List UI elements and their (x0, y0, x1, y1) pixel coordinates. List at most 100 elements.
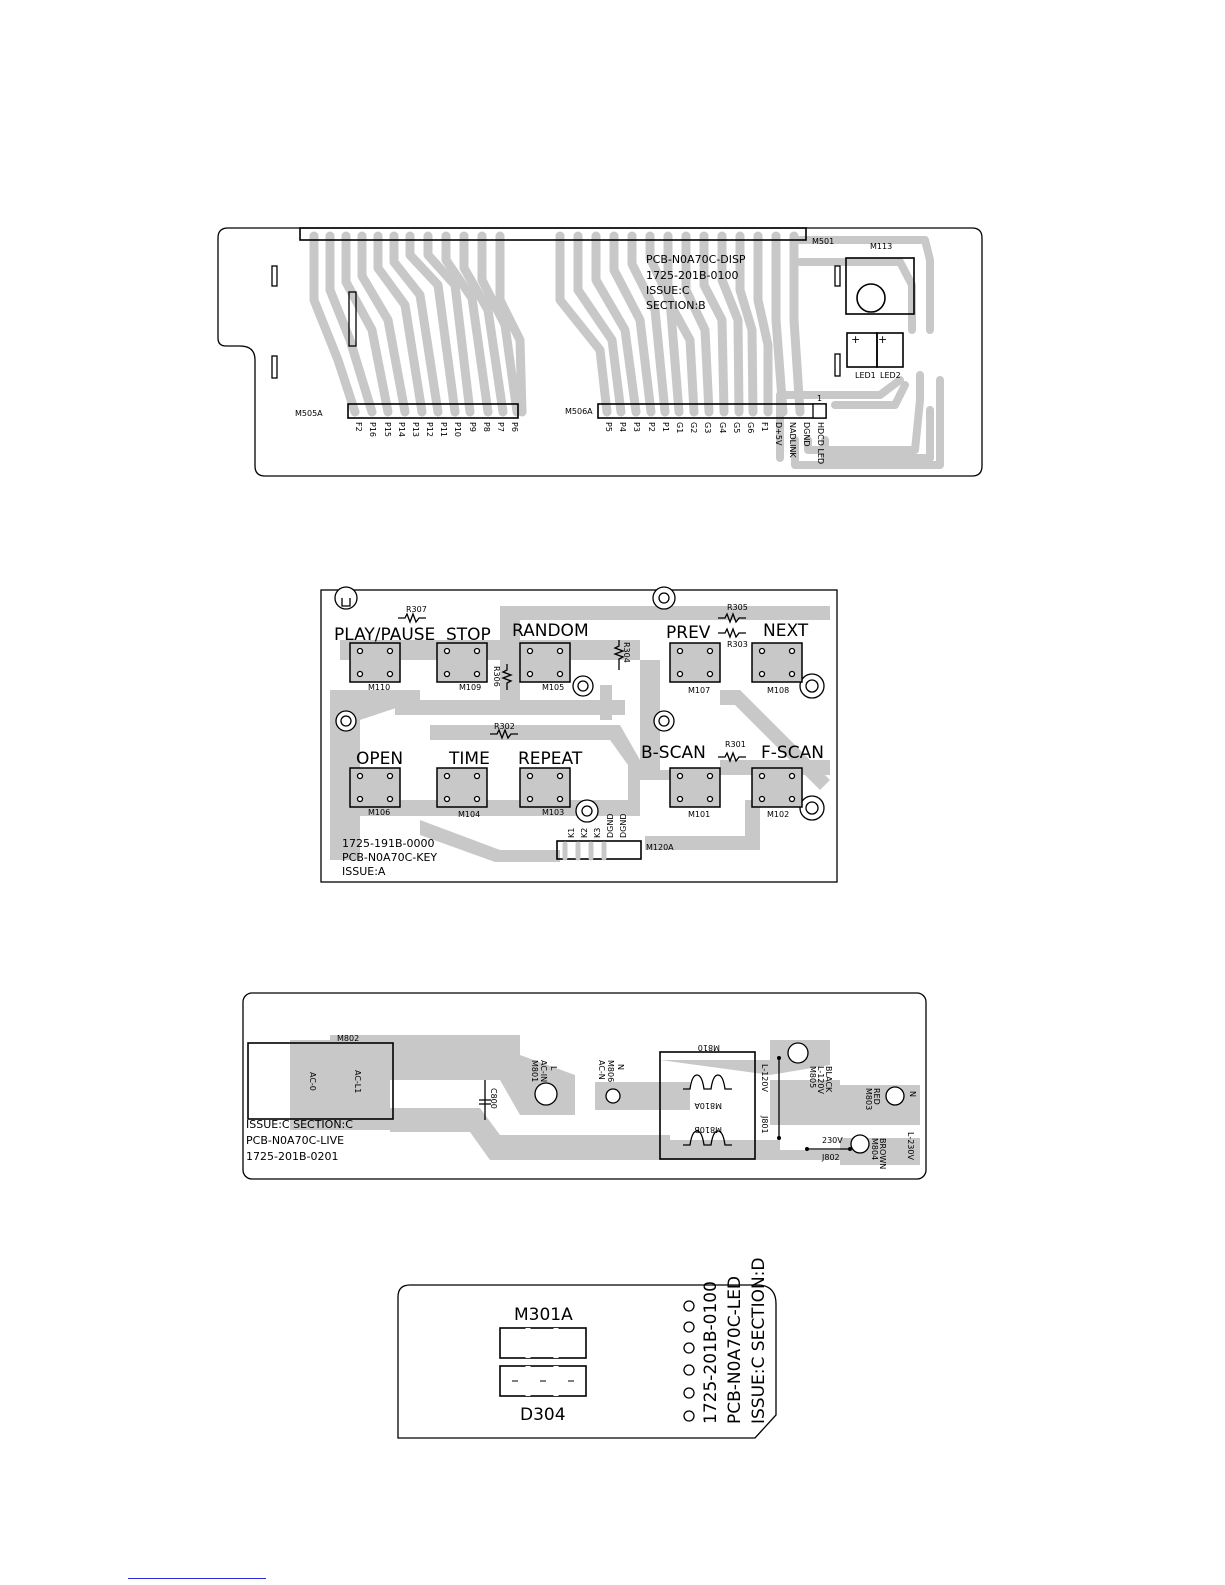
pin-label: G3 (703, 422, 712, 433)
fuse-m810b: M810B (694, 1125, 722, 1134)
switch-ref: M105 (542, 683, 564, 692)
m806-n: N (616, 1064, 625, 1070)
jumper-j802: J802 (821, 1153, 840, 1162)
m802-label: M802 (337, 1034, 359, 1043)
m806-acn: AC-N (597, 1060, 606, 1080)
live-board-issue: ISSUE:C SECTION:C (246, 1118, 353, 1131)
key-label-open: OPEN (356, 749, 403, 769)
switch-ref: M101 (688, 810, 710, 819)
m810-label: M810 (698, 1043, 720, 1052)
pin-label: P15 (383, 422, 392, 437)
m801-acin: AC-IN (539, 1060, 548, 1082)
key-label-stop: STOP (446, 625, 491, 645)
led-board-d304: D304 (520, 1405, 566, 1425)
resistor-label: R305 (727, 603, 748, 612)
terminal-ac0: AC-0 (308, 1072, 317, 1091)
switch-ref: M104 (458, 810, 480, 819)
led-board-name: PCB-N0A70C-LED (725, 1276, 745, 1424)
live-board (242, 992, 927, 1180)
module-m113-label: M113 (870, 242, 892, 251)
pin-label: P8 (482, 422, 491, 432)
resistor-label: R306 (492, 666, 501, 687)
live-board-partno: 1725-201B-0201 (246, 1150, 338, 1163)
m804-label: M804 (870, 1138, 879, 1160)
switch-ref: M110 (368, 683, 390, 692)
resistor-label: R303 (727, 640, 748, 649)
pin-label: P6 (510, 422, 519, 432)
switch-ref: M108 (767, 686, 789, 695)
pin-label: NADLINK (788, 422, 797, 458)
connector-m501-label: M501 (812, 237, 834, 246)
resistor-label: R307 (406, 605, 427, 614)
disp-board (217, 227, 983, 477)
pin-label: P11 (439, 422, 448, 437)
pin-label: G6 (746, 422, 755, 433)
switch-ref: M106 (368, 808, 390, 817)
pin-label: P5 (604, 422, 613, 432)
key-label-f-scan: F-SCAN (761, 743, 824, 763)
connector-pin: DGND (619, 813, 628, 838)
led-board (397, 1284, 777, 1439)
key-label-repeat: REPEAT (518, 749, 583, 769)
disp-traces (309, 231, 944, 469)
switch-ref: M102 (767, 810, 789, 819)
disp-board-partno: 1725-201B-0100 (646, 269, 738, 282)
pin-label: P10 (453, 422, 462, 437)
key-label-random: RANDOM (512, 621, 589, 641)
pin-label: P12 (425, 422, 434, 437)
m505a-pin-labels: F2 P16 P15 P14 P13 P12 P11 P10 P9 P8 P7 … (354, 422, 519, 437)
pin-label: P9 (468, 422, 477, 432)
connector-pin: K1 (567, 828, 576, 838)
connector-m505a-label: M505A (295, 409, 323, 418)
pin-label: P1 (661, 422, 670, 432)
led-board-issue: ISSUE:C SECTION:D (749, 1258, 769, 1425)
live-board-name: PCB-N0A70C-LIVE (246, 1134, 344, 1147)
cap-c800-label: C800 (489, 1088, 498, 1109)
resistor-label: R304 (622, 642, 631, 663)
pin-label: DGND (802, 422, 811, 447)
pin-label: P7 (496, 422, 505, 432)
m803-label: M803 (864, 1088, 873, 1110)
m801-label: M801 (530, 1060, 539, 1082)
key-label-b-scan: B-SCAN (641, 743, 706, 763)
pin-label: P13 (411, 422, 420, 437)
key-label-time: TIME (448, 749, 490, 769)
connector-pin: K3 (593, 828, 602, 838)
terminal-acl1: AC-L1 (353, 1070, 362, 1093)
m805-l120v: L-120V (816, 1066, 825, 1094)
switch-ref: M103 (542, 808, 564, 817)
m801-l: L (549, 1066, 558, 1071)
m803-n: N (908, 1091, 917, 1097)
m506a-pin-labels: P5 P4 P3 P2 P1 G1 G2 G3 G4 G5 G6 F1 D+5V… (604, 422, 825, 464)
led2-label: LED2 (880, 371, 901, 380)
pin-label: P14 (397, 422, 406, 437)
led1-plus: + (851, 333, 860, 346)
pin-label: D+5V (774, 422, 783, 446)
pin1-marker: 1 (817, 394, 822, 403)
key-label-play-pause: PLAY/PAUSE (334, 625, 435, 645)
m804-l230v: L-230V (906, 1132, 915, 1160)
m803-red: RED (872, 1088, 881, 1105)
connector-pin: DGND (606, 813, 615, 838)
resistor-label: R301 (725, 740, 746, 749)
key-label-prev: PREV (666, 623, 711, 643)
connector-pin: K2 (580, 828, 589, 838)
jumper-230v: 230V (822, 1136, 843, 1145)
pin-label: G4 (718, 422, 727, 433)
m805-label: M805 (808, 1066, 817, 1088)
pin-label: G5 (732, 422, 741, 433)
led2-plus: + (878, 333, 887, 346)
pin-label: P4 (618, 422, 627, 432)
m806-label: M806 (606, 1060, 615, 1082)
pin-label: P2 (647, 422, 656, 432)
disp-board-issue: ISSUE:C (646, 284, 690, 297)
key-label-next: NEXT (763, 621, 809, 641)
m805-black: BLACK (824, 1066, 833, 1093)
pin-label: P3 (632, 422, 641, 432)
jumper-j801: J801 (760, 1115, 769, 1134)
pin-label: G1 (675, 422, 684, 433)
connector-m120a-label: M120A (646, 843, 674, 852)
pin-label: G2 (689, 422, 698, 433)
key-board-partno: 1725-191B-0000 (342, 837, 434, 850)
fuse-m810a: M810A (694, 1101, 722, 1110)
